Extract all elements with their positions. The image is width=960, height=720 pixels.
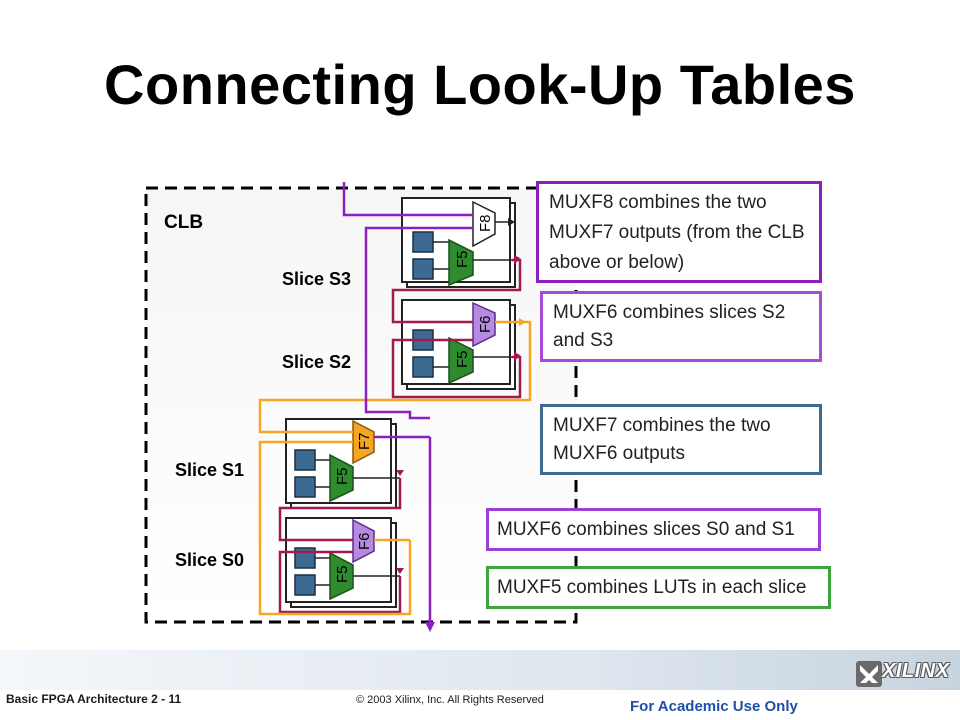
lut-block	[412, 231, 434, 253]
muxf7-line-1: MUXF7 combines the two	[553, 415, 771, 436]
muxf8-callout: MUXF8 combines the two MUXF7 outputs (fr…	[536, 181, 822, 283]
slice-s2-label: Slice S2	[282, 352, 351, 372]
xilinx-logo-icon	[856, 661, 882, 687]
f5-label: F5	[454, 350, 471, 368]
page-title: Connecting Look-Up Tables	[104, 53, 856, 116]
f6-label: F6	[477, 315, 494, 333]
muxf6-shape	[352, 518, 375, 564]
muxf6-shape	[472, 301, 496, 348]
muxf8-callout-line-1: MUXF8 combines the two	[549, 192, 767, 213]
muxf8-wires	[342, 182, 473, 628]
muxf7-line-2: MUXF6 outputs	[553, 443, 685, 464]
muxf6-wires	[278, 258, 522, 614]
wire-arrowheads	[396, 218, 526, 632]
f6-label: F6	[356, 532, 373, 550]
footer-band	[0, 650, 960, 690]
lut-block	[294, 574, 316, 596]
slice-s2: F5 F6	[401, 299, 525, 390]
footer-academic-note: For Academic Use Only	[630, 698, 798, 715]
slice-s3-label: Slice S3	[282, 269, 351, 289]
muxf7-wires	[258, 320, 532, 616]
muxf6-upper-callout: MUXF6 combines slices S2 and S3	[540, 291, 822, 362]
muxf5-callout: MUXF5 combines LUTs in each slice	[486, 566, 831, 609]
muxf7-callout: MUXF7 combines the two MUXF6 outputs	[540, 404, 822, 475]
clb-label: CLB	[164, 212, 203, 233]
muxf8-shape	[472, 200, 496, 248]
muxf6-lower-callout: MUXF6 combines slices S0 and S1	[486, 508, 821, 551]
muxf5-shape	[329, 551, 354, 601]
muxf5-shape	[329, 453, 354, 503]
muxf5-shape	[448, 238, 474, 287]
f7-label: F7	[356, 432, 373, 450]
slice-s0-label: Slice S0	[175, 550, 244, 570]
footer-copyright: © 2003 Xilinx, Inc. All Rights Reserved	[356, 694, 544, 706]
muxf8-callout-line-2: MUXF7 outputs (from the CLB	[549, 222, 805, 243]
lut-block	[412, 356, 434, 378]
muxf6-upper-line-1: MUXF6 combines slices S2	[553, 302, 786, 323]
xilinx-logo-text: XILINX	[882, 660, 950, 682]
muxf6-lower-line: MUXF6 combines slices S0 and S1	[497, 519, 795, 540]
lut-block	[412, 258, 434, 280]
slice-s0: F5 F6	[285, 517, 410, 608]
f5-label: F5	[454, 250, 471, 268]
slice-s1-label: Slice S1	[175, 460, 244, 480]
muxf7-shape	[352, 419, 375, 465]
lut-block	[294, 476, 316, 498]
muxf5-line: MUXF5 combines LUTs in each slice	[497, 577, 807, 598]
lut-block	[294, 449, 316, 471]
f8-label: F8	[477, 214, 494, 232]
f5-label: F5	[334, 467, 351, 485]
f5-label: F5	[334, 565, 351, 583]
footer-course-label: Basic FPGA Architecture 2 - 11	[6, 692, 182, 706]
muxf8-callout-line-3: above or below)	[549, 252, 685, 273]
muxf6-upper-line-2: and S3	[553, 330, 614, 351]
slice-s3: F5 F8	[401, 197, 516, 288]
muxf5-shape	[448, 336, 474, 385]
